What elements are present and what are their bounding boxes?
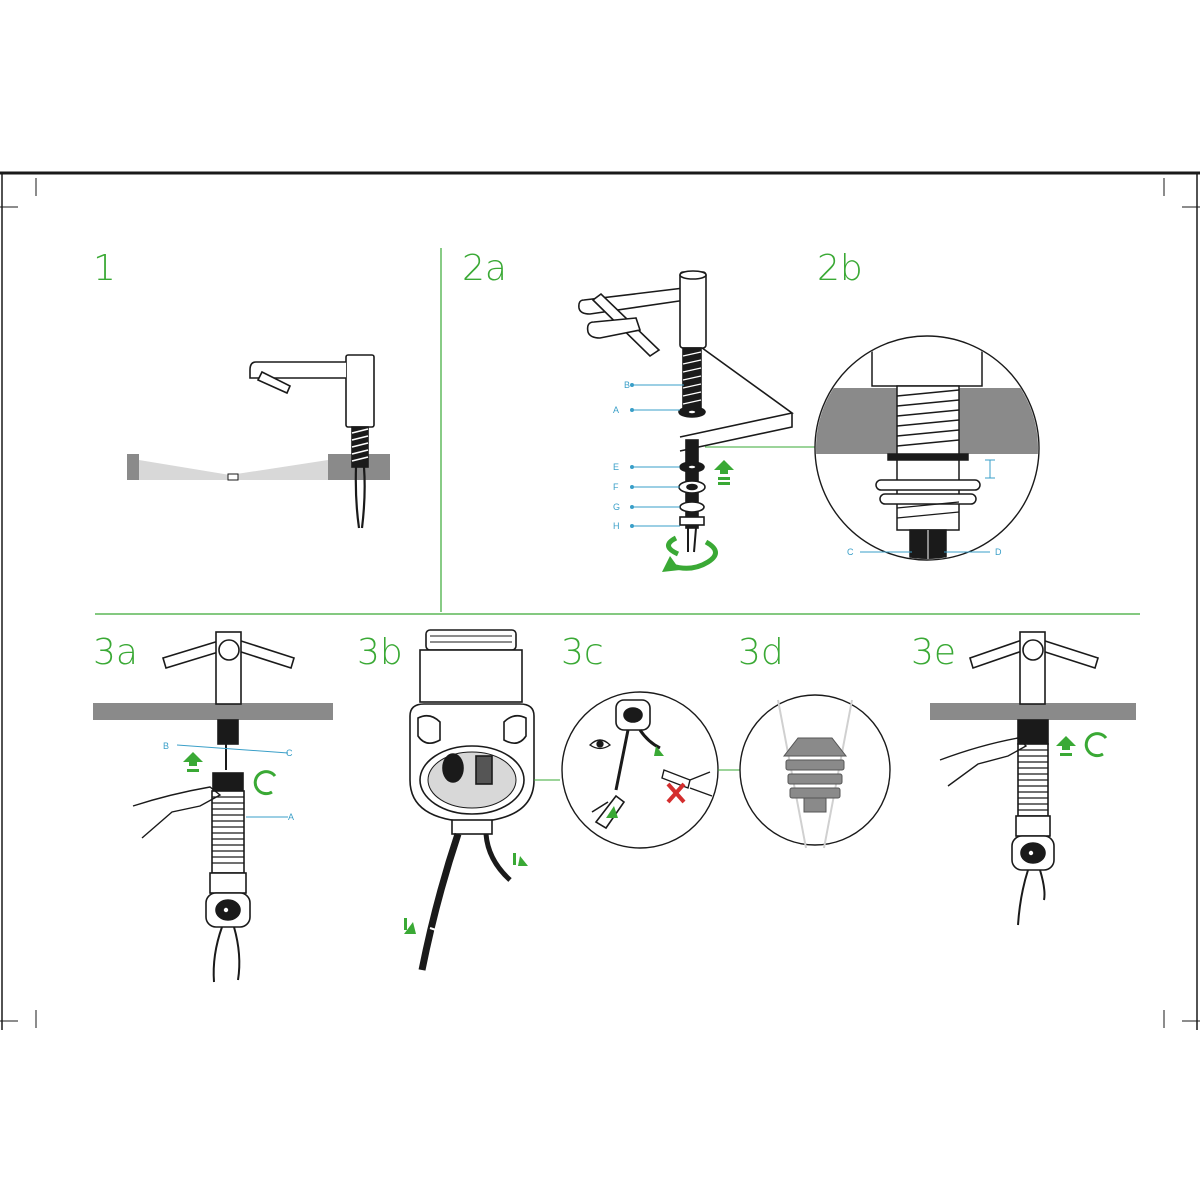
arrow-down-icon bbox=[404, 853, 528, 934]
part-label-2b-d: D bbox=[995, 547, 1002, 557]
eye-icon bbox=[588, 739, 612, 750]
step-label-1: 1 bbox=[93, 248, 116, 289]
rotate-arrowhead bbox=[662, 556, 680, 572]
arrow-up-icon bbox=[183, 752, 203, 772]
step-2b-detail bbox=[814, 335, 1040, 561]
arrow-up-icon bbox=[714, 460, 734, 485]
part-label-2a-a: A bbox=[613, 405, 619, 415]
step-label-2a: 2a bbox=[462, 248, 507, 289]
step-label-3c: 3c bbox=[561, 632, 604, 673]
step-3e-illustration bbox=[930, 631, 1136, 926]
part-label-2a-g: G bbox=[613, 502, 620, 512]
part-label-3a-a: A bbox=[288, 812, 294, 822]
step-3b-illustration bbox=[409, 629, 560, 971]
step-2a-illustration bbox=[578, 270, 822, 553]
cross-mark-icon bbox=[666, 782, 686, 804]
step-label-3a: 3a bbox=[93, 632, 138, 673]
step-label-3e: 3e bbox=[911, 632, 956, 673]
part-label-2a-f: F bbox=[613, 482, 619, 492]
arrow-down-icon bbox=[606, 746, 664, 818]
step-2a-callouts bbox=[630, 383, 684, 528]
part-label-2a-b: B bbox=[624, 380, 630, 390]
part-label-2b-c: C bbox=[847, 547, 854, 557]
part-label-2a-h: H bbox=[613, 521, 620, 531]
step-1-illustration bbox=[127, 354, 390, 529]
part-label-3a-c: C bbox=[286, 748, 293, 758]
section-dividers bbox=[95, 248, 1140, 615]
arrow-up-icon bbox=[1056, 736, 1076, 756]
rotate-clockwise-icon bbox=[666, 535, 718, 571]
rotate-icon bbox=[253, 770, 277, 796]
step-3a-illustration bbox=[93, 631, 333, 983]
step-3a-callouts bbox=[176, 744, 289, 818]
step-3c-detail bbox=[561, 691, 742, 849]
page-frame bbox=[0, 171, 1200, 1030]
step-label-2b: 2b bbox=[817, 248, 863, 289]
step-label-3d: 3d bbox=[738, 632, 784, 673]
step-3d-detail bbox=[739, 694, 891, 849]
rotate-icon bbox=[1084, 732, 1108, 758]
part-label-3a-b: B bbox=[163, 741, 169, 751]
step-label-3b: 3b bbox=[357, 632, 403, 673]
part-label-2a-e: E bbox=[613, 462, 619, 472]
